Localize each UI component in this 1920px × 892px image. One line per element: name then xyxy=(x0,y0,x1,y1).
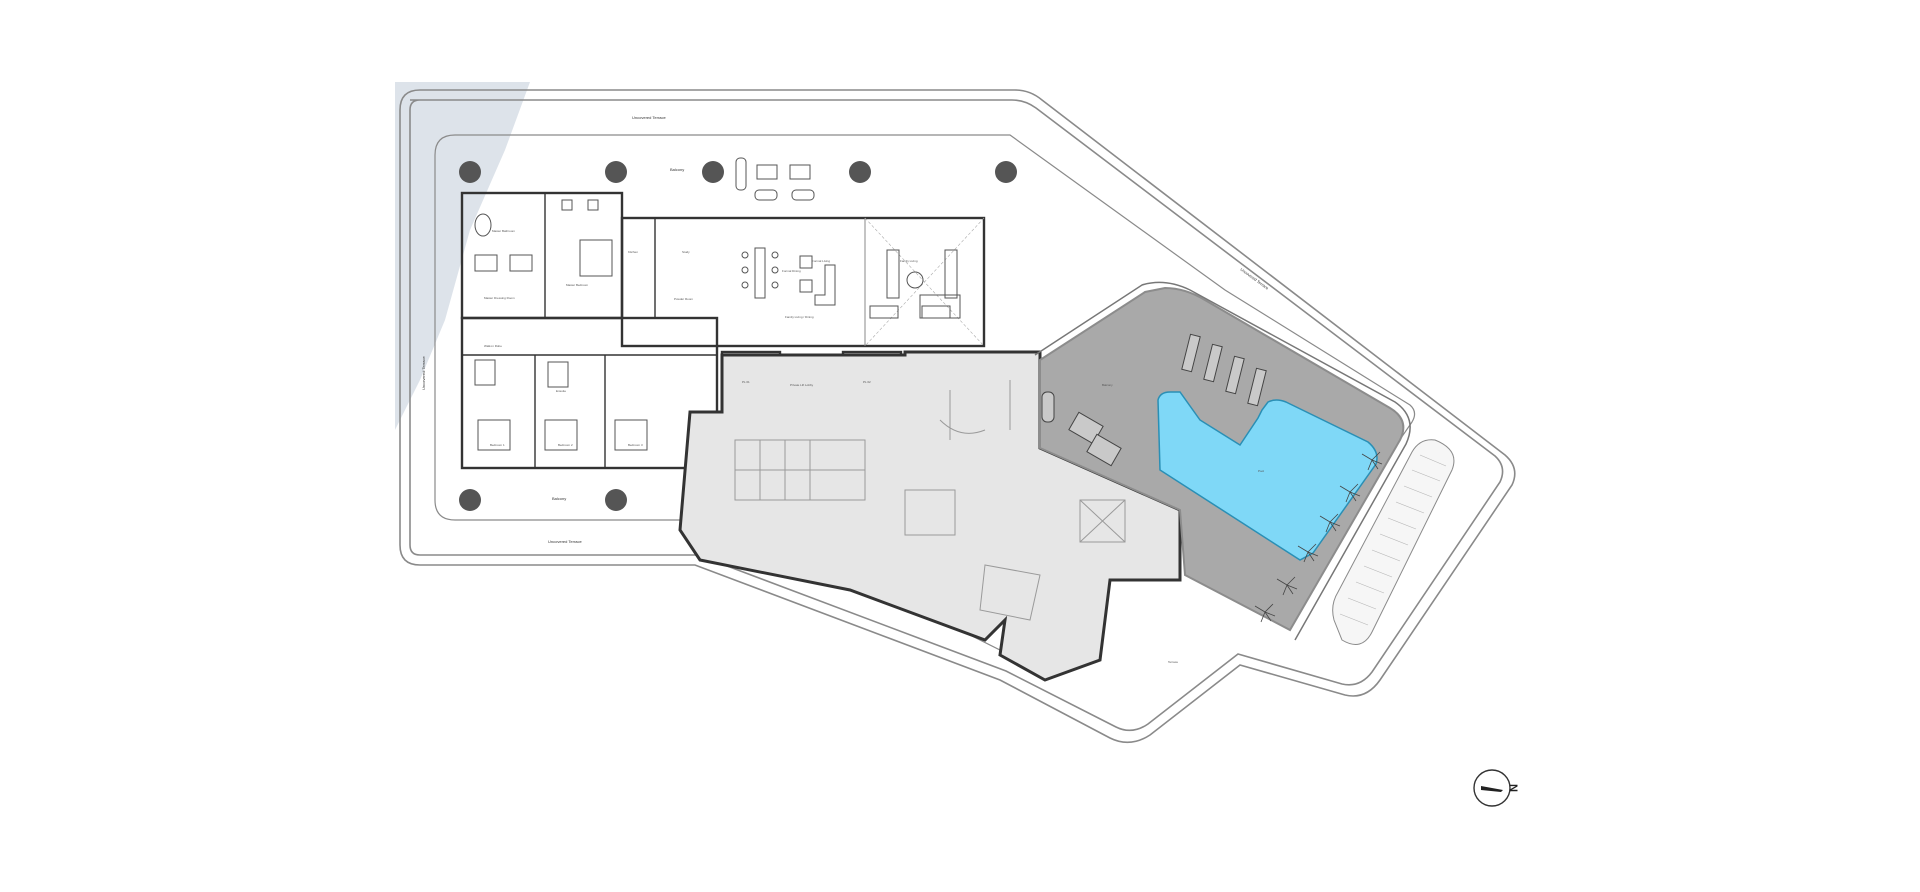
label-terrace-se: Terrace xyxy=(1168,660,1178,664)
label-family-dining: Family Living / Dining xyxy=(785,315,814,319)
label-terrace-east: Uncovered Terrace xyxy=(1239,267,1270,291)
building-core xyxy=(678,350,1182,682)
balcony-furniture xyxy=(735,157,815,201)
label-kitchen: Kitchen xyxy=(628,250,638,254)
label-lift-1: PL 01 xyxy=(742,380,750,384)
north-arrow-icon: N xyxy=(1473,769,1519,807)
balcony-outline xyxy=(434,134,1416,651)
west-wing-fixtures xyxy=(474,199,648,451)
sun-loungers xyxy=(1041,333,1267,467)
label-master-bedroom: Master Bedroom xyxy=(566,283,589,287)
label-bedroom-2: Bedroom 2 xyxy=(558,443,573,447)
north-label: N xyxy=(1507,784,1519,792)
label-terrace-west: Uncovered Terrace xyxy=(421,356,426,390)
living-furniture xyxy=(741,247,961,319)
label-pool: Pool xyxy=(1258,469,1264,473)
structural-columns xyxy=(459,161,1017,511)
living-area xyxy=(620,216,986,348)
column xyxy=(995,161,1017,183)
column xyxy=(605,161,627,183)
label-powder-room: Powder Room xyxy=(674,297,694,301)
pool-deck-rim xyxy=(1034,281,1411,641)
column xyxy=(459,489,481,511)
label-pool-deck: Balcony xyxy=(1102,383,1113,387)
label-terrace-south: Uncovered Terrace xyxy=(548,539,582,544)
label-study: Study xyxy=(682,250,690,254)
core-walls xyxy=(734,380,1126,621)
label-lift-lobby: Private Lift Lobby xyxy=(790,383,814,387)
label-walk-in-robe: Walk-in Robe xyxy=(484,344,502,348)
label-bedroom-3: Bedroom 3 xyxy=(628,443,643,447)
label-bedroom-1: Bedroom 1 xyxy=(490,443,505,447)
column xyxy=(849,161,871,183)
label-family-living: Family Living xyxy=(900,259,918,263)
label-formal-living: Formal Living xyxy=(812,259,830,263)
label-terrace-north: Uncovered Terrace xyxy=(632,115,666,120)
west-wing xyxy=(460,191,719,470)
label-master-dressing: Master Dressing Room xyxy=(484,296,515,300)
column xyxy=(605,489,627,511)
pool xyxy=(1157,391,1378,561)
ramp xyxy=(1332,439,1455,645)
column xyxy=(459,161,481,183)
column xyxy=(702,161,724,183)
ramp-hatch xyxy=(1339,454,1447,626)
palm-trees xyxy=(1254,451,1383,623)
label-ensuite: Ensuite xyxy=(556,389,566,393)
label-balcony-south: Balcony xyxy=(552,496,566,501)
label-lift-2: PL 02 xyxy=(863,380,871,384)
label-master-bathroom: Master Bathroom xyxy=(492,229,516,233)
label-balcony-north: Balcony xyxy=(670,167,684,172)
label-formal-dining: Formal Dining xyxy=(782,269,801,273)
terrace-outline xyxy=(399,89,1516,744)
